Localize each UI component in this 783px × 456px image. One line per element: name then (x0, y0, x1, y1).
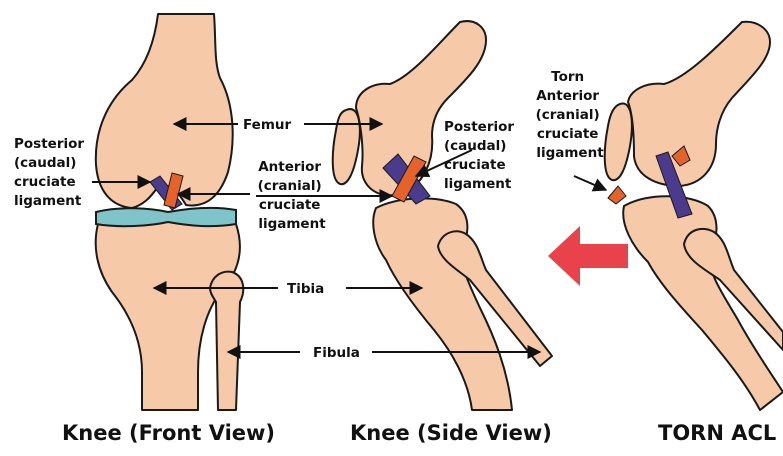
side-patella (333, 109, 360, 184)
front-view-knee (96, 14, 244, 410)
label-torn-acl: Torn Anterior (cranial) cruciate ligamen… (536, 69, 605, 161)
title-front-view: Knee (Front View) (62, 421, 275, 445)
torn-acl-knee (605, 22, 783, 410)
torn-patella (605, 104, 632, 181)
torn-femur (628, 22, 770, 186)
alert-arrow-icon (548, 226, 628, 286)
label-femur: Femur (243, 117, 292, 133)
front-fibula (210, 272, 243, 410)
title-torn-acl: TORN ACL (658, 421, 776, 445)
front-meniscus (96, 208, 236, 226)
label-tibia: Tibia (287, 281, 324, 297)
title-side-view: Knee (Side View) (350, 421, 552, 445)
torn-acl-stub-lower (608, 186, 626, 204)
front-femur (96, 14, 233, 208)
label-posterior-front: Posterior (caudal) cruciate ligament (14, 136, 89, 209)
label-posterior-side: Posterior (caudal) cruciate ligament (444, 119, 519, 192)
label-fibula: Fibula (313, 345, 360, 361)
